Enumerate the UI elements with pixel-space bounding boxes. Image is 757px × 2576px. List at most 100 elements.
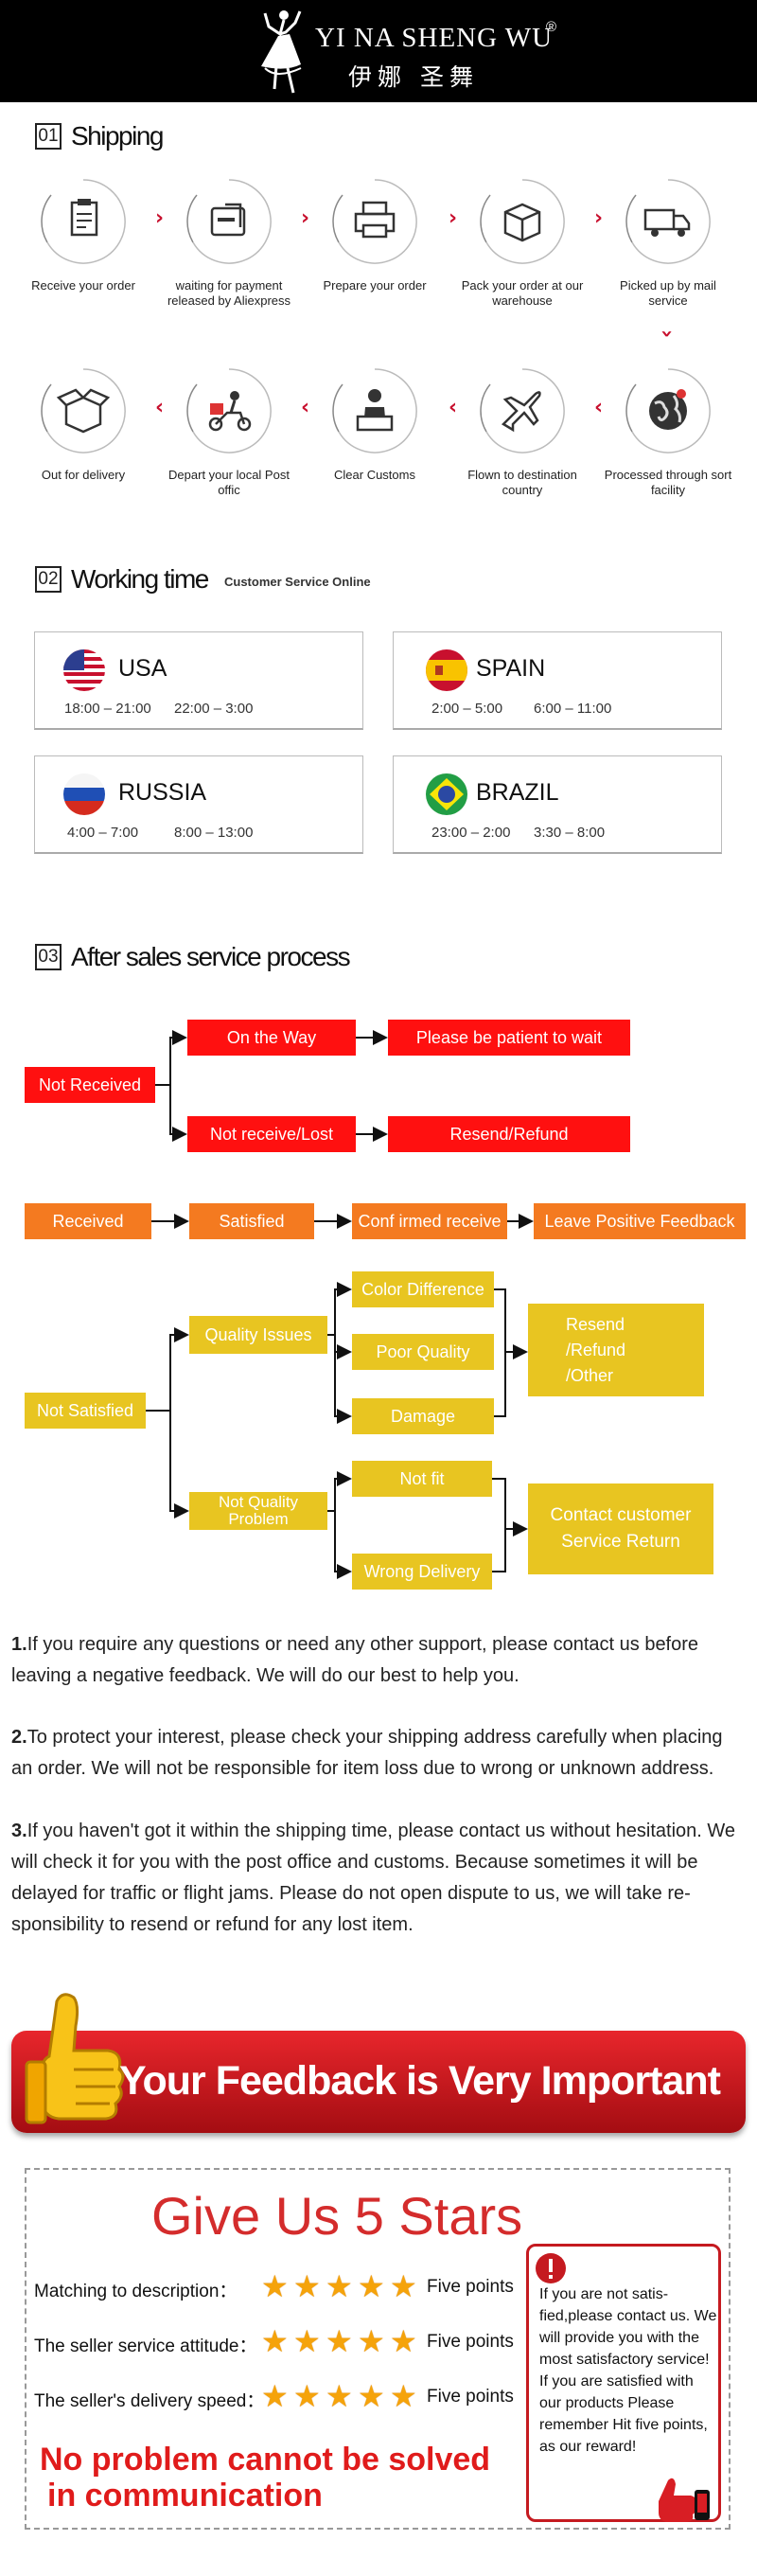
not-quality-line: Problem [228, 1510, 289, 1528]
spain-flag-icon [426, 649, 467, 691]
country-name: SPAIN [476, 655, 546, 682]
payment-card-icon [186, 179, 272, 264]
work-time: 6:00 – 11:00 [534, 701, 612, 717]
thumbs-up-phone-icon [659, 2478, 710, 2522]
rating-points: Five points [427, 2277, 514, 2297]
star-icon: ★ [326, 2378, 353, 2414]
section-subtitle: Customer Service Online [224, 575, 371, 589]
satisfaction-note-text: If you are not satis-fied,please contact… [539, 2286, 717, 2455]
rating-panel [25, 2168, 731, 2530]
star-icon: ★ [293, 2378, 321, 2414]
section-number: 03 [35, 944, 62, 970]
satisfied-box: Satisfied [189, 1203, 314, 1239]
shipping-step-label: Clear Customs [334, 468, 415, 482]
shipping-step-label: Flown to destination country [467, 468, 577, 497]
star-icon: ★ [261, 2268, 289, 2304]
five-star-rating: ★★★★★ [261, 2378, 427, 2414]
section-title-working: Working time [71, 564, 209, 594]
star-icon: ★ [326, 2268, 353, 2304]
country-card-spain: SPAIN 2:00 – 5:00 6:00 – 11:00 [393, 631, 722, 730]
note-text: To protect your interest, please check y… [11, 1727, 723, 1779]
shipping-step-label: Prepare your order [323, 278, 427, 293]
shipping-step-label: waiting for payment released by Aliexpre… [167, 278, 291, 308]
thumbs-up-icon [25, 1993, 125, 2124]
note-text: If you require any questions or need any… [11, 1634, 699, 1686]
shipping-step-label: Processed through sort facility [604, 468, 732, 497]
brazil-flag-icon [426, 773, 467, 815]
confirmed-receive-box: Conf irmed receive [352, 1203, 507, 1239]
chevron-left-icon: ‹ [449, 396, 458, 419]
chevron-down-icon: › [655, 329, 679, 339]
quality-issues-box: Quality Issues [189, 1316, 327, 1354]
resend-other-line: /Other [566, 1365, 614, 1385]
star-icon: ★ [358, 2323, 385, 2359]
chevron-right-icon: › [594, 206, 604, 230]
on-the-way-box: On the Way [187, 1020, 356, 1056]
clipboard-icon [41, 179, 126, 264]
received-box: Received [25, 1203, 151, 1239]
section-number: 02 [35, 566, 62, 593]
country-name: RUSSIA [118, 779, 207, 806]
country-card-russia: RUSSIA 4:00 – 7:00 8:00 – 13:00 [34, 755, 363, 854]
contact-line: Contact customer [550, 1505, 692, 1525]
not-satisfied-box: Not Satisfied [25, 1393, 146, 1429]
problem-slogan: No problem cannot be solved [40, 2442, 491, 2478]
shipping-step-label: Depart your local Post offic [168, 468, 290, 497]
not-receive-lost-box: Not receive/Lost [187, 1116, 356, 1152]
resend-other-box: Resend /Refund /Other [528, 1304, 704, 1396]
resend-refund-box: Resend/Refund [388, 1116, 630, 1152]
note-number: 3. [11, 1821, 27, 1841]
process-connectors [146, 1030, 534, 1579]
box-icon [480, 179, 565, 264]
rating-points: Five points [427, 2387, 514, 2407]
globe-icon [625, 368, 711, 453]
brand-name-cn: 伊娜 圣舞 [348, 63, 479, 91]
star-icon: ★ [390, 2268, 417, 2304]
leave-feedback-box: Leave Positive Feedback [534, 1203, 746, 1239]
resend-other-line: Resend [566, 1314, 625, 1334]
section-title-shipping: Shipping [71, 121, 164, 151]
exclamation-icon [536, 2253, 566, 2283]
country-card-brazil: BRAZIL 23:00 – 2:00 3:30 – 8:00 [393, 755, 722, 854]
airplane-icon [480, 368, 565, 453]
work-time: 3:30 – 8:00 [534, 825, 606, 841]
scooter-courier-icon [186, 368, 272, 453]
star-icon: ★ [390, 2323, 417, 2359]
work-time: 8:00 – 13:00 [174, 825, 254, 841]
star-icon: ★ [358, 2378, 385, 2414]
not-quality-problem-box: Not Quality Problem [189, 1492, 327, 1530]
open-box-icon [41, 368, 126, 453]
feedback-banner [11, 2031, 746, 2133]
work-time: 2:00 – 5:00 [431, 701, 503, 717]
chevron-right-icon: › [449, 206, 458, 230]
not-received-box: Not Received [25, 1067, 155, 1103]
work-time: 18:00 – 21:00 [64, 701, 151, 717]
damage-box: Damage [352, 1398, 494, 1434]
work-time: 22:00 – 3:00 [174, 701, 254, 717]
brand-name-en: YI NA SHENG WU [315, 23, 554, 53]
star-icon: ★ [390, 2378, 417, 2414]
rating-label: Matching to description： [34, 2282, 238, 2301]
color-difference-box: Color Difference [352, 1271, 494, 1307]
five-star-rating: ★★★★★ [261, 2268, 427, 2304]
chevron-right-icon: › [155, 206, 165, 230]
printer-icon [332, 179, 417, 264]
star-icon: ★ [261, 2378, 289, 2414]
wrong-delivery-box: Wrong Delivery [352, 1554, 492, 1590]
note-number: 1. [11, 1634, 27, 1655]
not-quality-line: Not Quality [218, 1493, 299, 1511]
chevron-left-icon: ‹ [594, 396, 604, 419]
customs-officer-icon [332, 368, 417, 453]
russia-flag-icon [63, 773, 105, 815]
note-number: 2. [11, 1727, 27, 1748]
country-name: USA [118, 655, 167, 682]
satisfaction-note-box [526, 2244, 721, 2522]
problem-slogan: in communication [47, 2478, 323, 2514]
note-3: 3.If you haven't got it within the shipp… [11, 1816, 746, 1941]
section-number: 01 [35, 123, 62, 150]
registered-mark: ® [546, 19, 557, 35]
delivery-truck-icon [625, 179, 711, 264]
star-icon: ★ [326, 2323, 353, 2359]
poor-quality-box: Poor Quality [352, 1334, 494, 1370]
give-stars-title: Give Us 5 Stars [151, 2186, 523, 2246]
